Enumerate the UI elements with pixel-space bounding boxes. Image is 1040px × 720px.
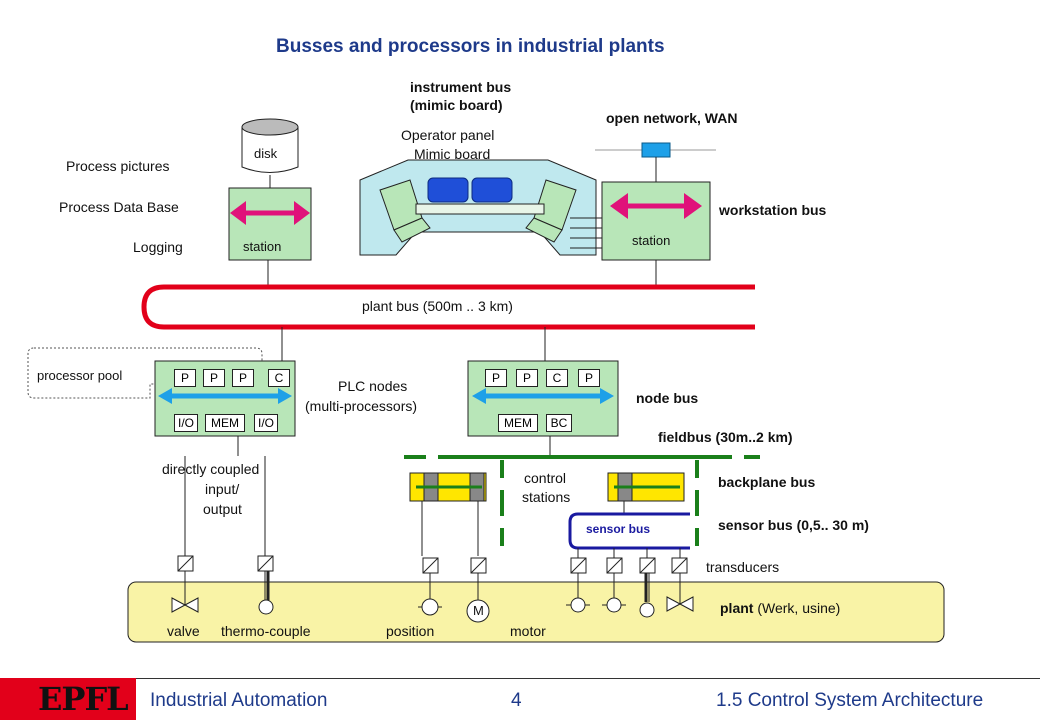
transducer-icons — [177, 555, 688, 574]
mimic-board-paren-label: (mimic board) — [410, 97, 503, 113]
process-data-base-label: Process Data Base — [59, 199, 179, 215]
plc-left-processor-1: P — [174, 369, 196, 387]
epfl-logo-text: EPFL — [38, 680, 129, 718]
page-title: Busses and processors in industrial plan… — [276, 36, 665, 57]
plc-right-processor-1: P — [485, 369, 507, 387]
footer-divider — [0, 678, 1040, 679]
position-sensor-icon — [418, 573, 442, 616]
stations-label: stations — [522, 489, 571, 505]
output-label: output — [203, 501, 242, 517]
workstation-bus-label: workstation bus — [719, 202, 827, 218]
left-station-label: station — [243, 239, 282, 254]
plc-right-mem: MEM — [498, 414, 538, 432]
process-pictures-label: Process pictures — [66, 158, 170, 174]
plant-bus-label: plant bus (500m .. 3 km) — [362, 298, 513, 314]
control-label: control — [524, 470, 567, 486]
operator-panel-label: Operator panel — [401, 127, 495, 143]
transducers-label: transducers — [706, 559, 780, 575]
plc-left-io-2: I/O — [254, 414, 278, 432]
right-plc-node — [467, 327, 619, 457]
backplane-bus-label: backplane bus — [718, 474, 816, 490]
right-station — [601, 181, 711, 285]
left-station — [228, 187, 312, 285]
instrument-bus-label: instrument bus — [410, 79, 512, 95]
plant-rest-label: (Werk, usine) — [757, 600, 841, 616]
plc-right-bc: BC — [546, 414, 572, 432]
control-station-card-right — [607, 472, 685, 502]
sensor-bus-range-label: sensor bus (0,5.. 30 m) — [718, 517, 869, 533]
motor-letter: M — [473, 603, 484, 618]
thermocouple-icon — [258, 571, 274, 615]
signal-lines — [184, 456, 625, 556]
wan-network — [595, 142, 716, 182]
plc-right-comm: C — [546, 369, 568, 387]
plant-sensor-icons — [566, 573, 694, 618]
sensor-bus — [568, 512, 690, 550]
footer-course-title: Industrial Automation — [150, 690, 328, 711]
motor-icon — [466, 573, 490, 623]
mimic-board-label: Mimic board — [414, 146, 491, 162]
plant-bus — [141, 284, 755, 330]
directly-coupled-label: directly coupled — [162, 461, 260, 477]
plc-right-processor-3: P — [578, 369, 600, 387]
valve-icon — [171, 571, 199, 613]
plc-left-io-1: I/O — [174, 414, 198, 432]
footer: EPFL Industrial Automation 4 1.5 Control… — [0, 678, 1040, 720]
sensor-bus-drops — [577, 548, 681, 558]
valve-label: valve — [167, 623, 200, 639]
motor-label: motor — [510, 623, 546, 639]
plant-label: plant (Werk, usine) — [720, 600, 840, 616]
left-plc-node — [154, 327, 296, 456]
fieldbus — [404, 455, 760, 546]
input-label: input/ — [205, 481, 240, 497]
fieldbus-label: fieldbus (30m..2 km) — [658, 429, 793, 445]
node-bus-label: node bus — [636, 390, 699, 406]
open-network-label: open network, WAN — [606, 110, 738, 126]
plc-nodes-label: PLC nodes — [338, 378, 408, 394]
right-station-label: station — [632, 233, 671, 248]
footer-section-title: 1.5 Control System Architecture — [716, 690, 984, 711]
epfl-logo: EPFL — [0, 678, 136, 720]
disk-label: disk — [254, 146, 278, 161]
plc-right-processor-2: P — [516, 369, 538, 387]
plc-left-processor-3: P — [232, 369, 254, 387]
operator-panel-console — [359, 159, 602, 256]
disk-icon — [241, 118, 299, 188]
processor-pool-label: processor pool — [37, 368, 123, 383]
plc-left-processor-2: P — [203, 369, 225, 387]
plc-left-mem: MEM — [205, 414, 245, 432]
thermo-couple-label: thermo-couple — [221, 623, 311, 639]
plant-bold-label: plant — [720, 600, 754, 616]
plc-left-comm: C — [268, 369, 290, 387]
plant-area — [127, 581, 945, 643]
position-label: position — [386, 623, 435, 639]
processor-pool-outline — [27, 347, 263, 399]
logging-label: Logging — [133, 239, 183, 255]
multi-processors-label: (multi-processors) — [305, 398, 418, 414]
footer-page-number: 4 — [511, 690, 522, 711]
sensor-bus-tag: sensor bus — [586, 522, 651, 536]
control-station-card-left — [409, 472, 487, 502]
